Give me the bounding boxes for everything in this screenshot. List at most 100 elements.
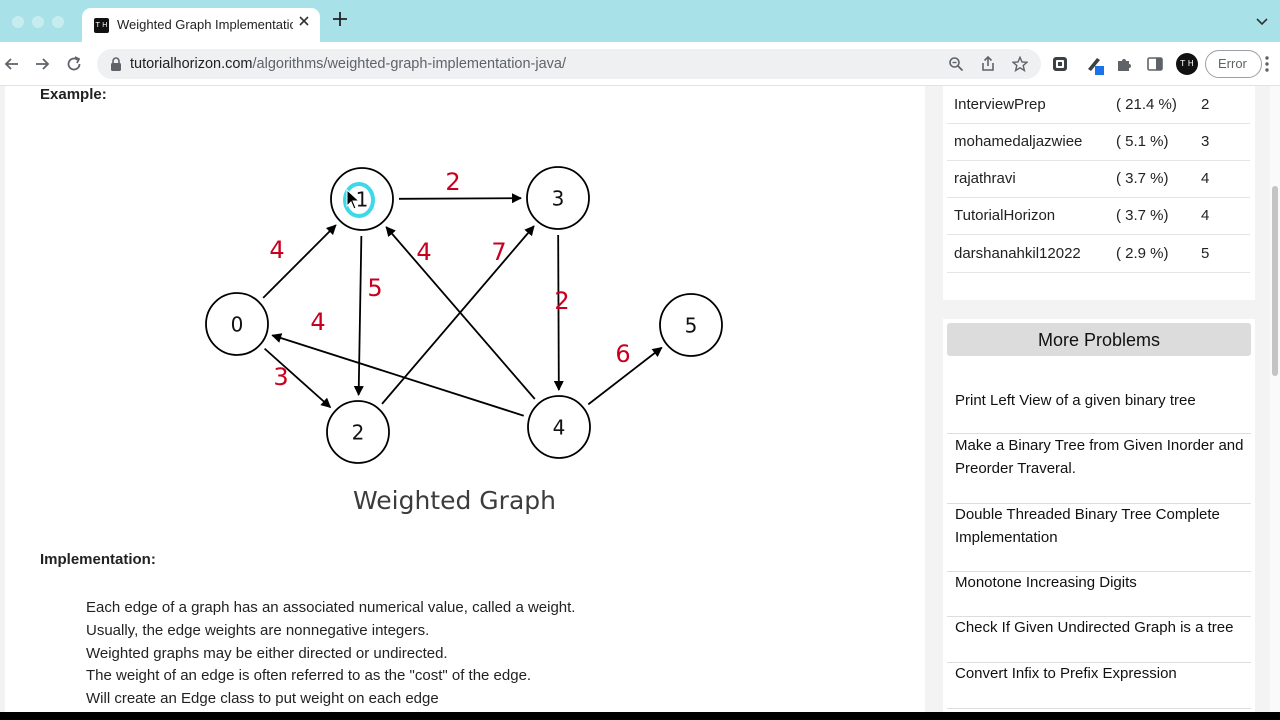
scrollbar[interactable] xyxy=(1270,86,1280,712)
graph-node-label: 2 xyxy=(352,421,365,445)
graph-edge xyxy=(262,224,337,299)
star-icon[interactable] xyxy=(1011,55,1029,72)
lock-icon[interactable] xyxy=(109,57,123,72)
address-bar[interactable]: tutorialhorizon.com/algorithms/weighted-… xyxy=(97,49,1041,79)
puzzle-icon[interactable] xyxy=(1115,55,1133,73)
graph-node xyxy=(526,166,590,230)
edge-weight-label: 4 xyxy=(310,308,325,336)
edge-weight-label: 3 xyxy=(273,363,288,391)
url-path: /algorithms/weighted-graph-implementatio… xyxy=(252,56,567,72)
back-icon[interactable] xyxy=(2,54,22,74)
example-heading: Example: xyxy=(40,86,107,103)
active-tab[interactable]: T H Weighted Graph Implementation – JAVA xyxy=(82,8,320,42)
edge-weight-label: 5 xyxy=(367,274,382,302)
leaderboard-name: InterviewPrep xyxy=(954,96,1046,113)
problem-link[interactable]: Monotone Increasing Digits xyxy=(947,572,1251,617)
edge-weight-label: 4 xyxy=(416,238,431,266)
more-problems-card: More Problems Print Left View of a given… xyxy=(943,319,1255,712)
leaderboard-rank: 5 xyxy=(1201,245,1210,262)
pen-icon[interactable] xyxy=(1085,55,1104,75)
implementation-line: Weighted graphs may be either directed o… xyxy=(86,644,448,662)
leaderboard-name: darshanahkil12022 xyxy=(954,245,1081,262)
leaderboard-row[interactable]: mohamedaljazwiee ( 5.1 %) 3 xyxy=(947,123,1250,161)
graph-edge xyxy=(264,347,332,409)
problem-link[interactable]: Convert Infix to Prefix Expression xyxy=(947,663,1251,709)
new-tab-icon[interactable] xyxy=(332,11,348,31)
graph-node-label: 1 xyxy=(356,188,369,212)
tab-title: Weighted Graph Implementation – JAVA xyxy=(117,17,293,32)
more-problems-title: More Problems xyxy=(947,323,1251,356)
leaderboard-percent: ( 21.4 %) xyxy=(1116,96,1177,113)
graph-edge xyxy=(398,193,523,204)
leaderboard-name: mohamedaljazwiee xyxy=(954,133,1083,150)
implementation-line: Usually, the edge weights are nonnegativ… xyxy=(86,621,430,639)
window-minimize-dot[interactable] xyxy=(32,16,44,28)
window-close-dot[interactable] xyxy=(12,16,24,28)
implementation-heading: Implementation: xyxy=(40,551,156,568)
graph-node xyxy=(527,395,591,459)
leaderboard-name: rajathravi xyxy=(954,170,1016,187)
problem-link[interactable]: Check If Given Undirected Graph is a tre… xyxy=(947,617,1251,663)
graph-node xyxy=(659,293,723,357)
graph-node-label: 3 xyxy=(552,187,565,211)
page-edge xyxy=(0,86,5,712)
implementation-text: Each edge of a graph has an associated n… xyxy=(86,597,575,711)
leaderboard-row[interactable]: TutorialHorizon ( 3.7 %) 4 xyxy=(947,197,1250,235)
graph-node-label: 4 xyxy=(553,416,566,440)
implementation-line: The weight of an edge is often referred … xyxy=(86,667,532,685)
leaderboard-rank: 2 xyxy=(1201,96,1210,113)
kebab-menu-icon[interactable] xyxy=(1264,54,1270,74)
error-button[interactable]: Error xyxy=(1205,50,1262,78)
leaderboard-card: InterviewPrep ( 21.4 %) 2 mohamedaljazwi… xyxy=(943,86,1255,300)
graph-edge xyxy=(381,225,535,405)
graph-edge xyxy=(587,346,663,406)
window-zoom-dot[interactable] xyxy=(52,16,64,28)
edge-weight-label: 2 xyxy=(445,168,460,196)
zoom-icon[interactable] xyxy=(948,56,964,72)
graph-edge xyxy=(385,226,536,400)
reload-icon[interactable] xyxy=(64,54,84,74)
graph-edge xyxy=(553,234,564,392)
forward-icon[interactable] xyxy=(32,54,52,74)
sidepanel-icon[interactable] xyxy=(1146,55,1164,73)
node-highlight-mark xyxy=(343,182,375,218)
problem-link[interactable]: Print Left View of a given binary tree xyxy=(947,390,1251,434)
graph-node xyxy=(330,167,394,231)
leaderboard-name: TutorialHorizon xyxy=(954,207,1056,224)
edge-weight-label: 6 xyxy=(615,340,630,368)
scrollbar-thumb[interactable] xyxy=(1272,186,1278,376)
leaderboard-rank: 4 xyxy=(1201,170,1210,187)
implementation-line: Each edge of a graph has an associated n… xyxy=(86,599,576,616)
problem-link[interactable]: Make a Binary Tree from Given Inorder an… xyxy=(947,435,1251,504)
leaderboard-rank: 4 xyxy=(1201,207,1210,224)
url-host: tutorialhorizon.com xyxy=(130,56,253,72)
tab-favicon: T H xyxy=(94,18,109,33)
close-icon[interactable] xyxy=(296,14,312,31)
avatar[interactable]: T H xyxy=(1176,53,1198,75)
chevron-down-icon[interactable] xyxy=(1256,14,1268,26)
graph-edge xyxy=(271,333,525,417)
mouse-cursor-icon xyxy=(346,188,361,210)
graph-caption: Weighted Graph xyxy=(353,486,556,515)
implementation-line: Will create an Edge class to put weight … xyxy=(86,690,439,708)
extension-icon[interactable] xyxy=(1051,55,1069,73)
leaderboard-row[interactable]: darshanahkil12022 ( 2.9 %) 5 xyxy=(947,235,1250,273)
problem-link[interactable]: Double Threaded Binary Tree Complete Imp… xyxy=(947,504,1251,572)
graph-node xyxy=(205,292,269,356)
graph-edge xyxy=(353,235,364,397)
share-icon[interactable] xyxy=(980,55,996,72)
leaderboard-rank: 3 xyxy=(1201,133,1210,150)
edge-weight-label: 2 xyxy=(554,287,569,315)
leaderboard-row[interactable]: rajathravi ( 3.7 %) 4 xyxy=(947,160,1250,198)
graph-node-label: 5 xyxy=(685,314,698,338)
leaderboard-row[interactable]: InterviewPrep ( 21.4 %) 2 xyxy=(947,86,1250,124)
leaderboard-percent: ( 3.7 %) xyxy=(1116,170,1169,187)
url-text: tutorialhorizon.com/algorithms/weighted-… xyxy=(130,56,566,72)
leaderboard-percent: ( 3.7 %) xyxy=(1116,207,1169,224)
graph-node xyxy=(326,400,390,464)
graph-node-label: 0 xyxy=(231,313,244,337)
